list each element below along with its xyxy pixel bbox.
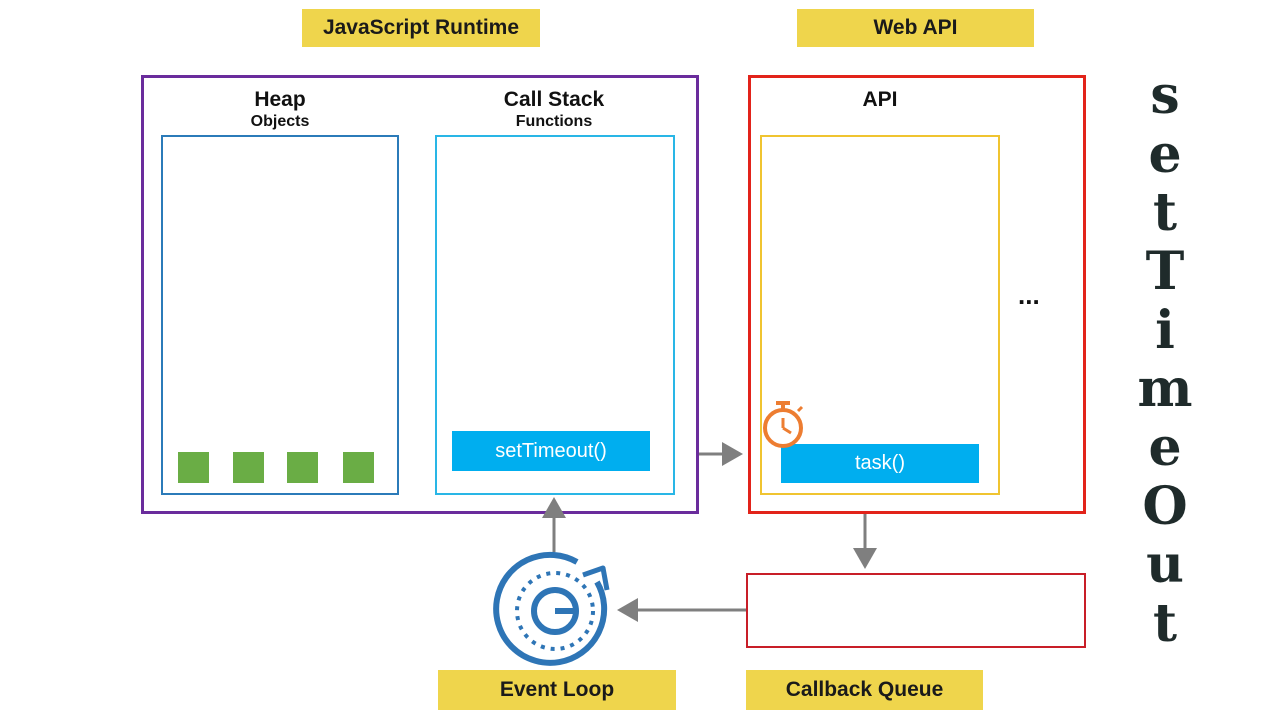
- title-letter: m: [1137, 358, 1193, 420]
- title-letter: e: [1148, 123, 1182, 185]
- heap-title: Heap: [254, 88, 306, 111]
- call-stack-box: [435, 135, 675, 495]
- call-stack-heading: Call Stack Functions: [464, 88, 644, 132]
- api-inner-box: [760, 135, 1000, 495]
- title-letter: s: [1150, 65, 1180, 126]
- vertical-title: s e t T i m e O u t: [1120, 70, 1210, 650]
- title-letter: t: [1152, 592, 1178, 654]
- more-apis-ellipsis: ...: [1018, 280, 1040, 310]
- api-title: API: [862, 88, 898, 111]
- heap-object: [343, 452, 374, 483]
- event-loop-label-text: Event Loop: [499, 678, 615, 701]
- web-api-label: Web API: [797, 9, 1034, 47]
- task-item: task(): [781, 444, 979, 483]
- title-letter: T: [1145, 240, 1185, 302]
- callback-queue-label: Callback Queue: [746, 670, 983, 710]
- api-heading: API: [830, 88, 930, 112]
- heap-box: [161, 135, 399, 495]
- set-timeout-frame: setTimeout(): [452, 431, 650, 471]
- web-api-frame: [748, 75, 1086, 514]
- heap-object: [178, 452, 209, 483]
- event-loop-icon: [493, 551, 610, 666]
- title-letter: O: [1142, 475, 1188, 537]
- call-stack-subtitle: Functions: [515, 113, 593, 130]
- runtime-label: JavaScript Runtime: [302, 9, 540, 47]
- title-letter: i: [1155, 299, 1175, 361]
- runtime-label-text: JavaScript Runtime: [322, 16, 520, 39]
- event-loop-label: Event Loop: [438, 670, 676, 710]
- runtime-frame: [141, 75, 699, 514]
- heap-subtitle: Objects: [250, 113, 310, 130]
- stopwatch-icon: [763, 401, 804, 448]
- task-label: task(): [855, 452, 905, 474]
- heap-object: [233, 452, 264, 483]
- callback-queue-box: [746, 573, 1086, 648]
- title-letter: t: [1152, 182, 1178, 244]
- call-stack-title: Call Stack: [503, 88, 605, 111]
- set-timeout-label: setTimeout(): [495, 439, 607, 462]
- heap-object: [287, 452, 318, 483]
- callback-queue-label-text: Callback Queue: [785, 678, 944, 701]
- web-api-label-text: Web API: [873, 16, 958, 39]
- heap-heading: Heap Objects: [200, 88, 360, 132]
- title-letter: u: [1146, 534, 1184, 596]
- title-letter: e: [1148, 416, 1182, 478]
